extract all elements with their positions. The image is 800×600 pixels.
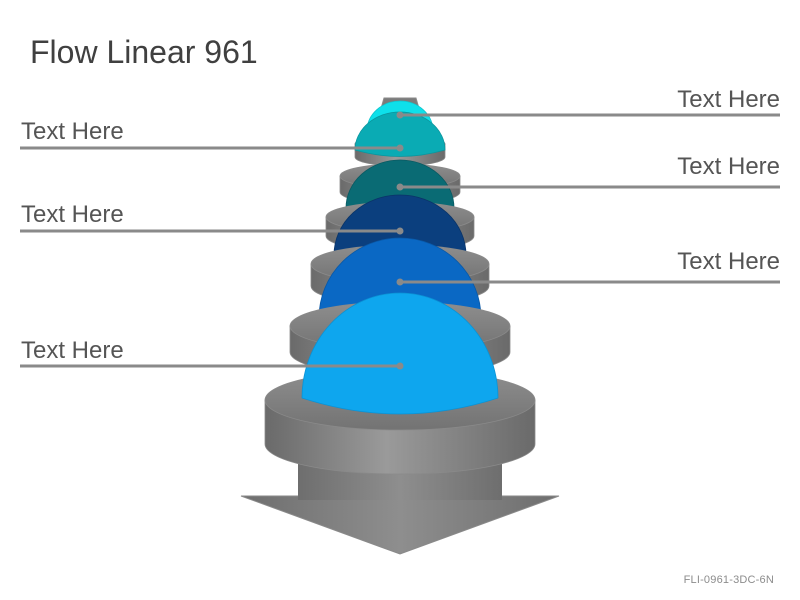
leader-dot-1 <box>396 111 404 119</box>
label-1: Text Here <box>677 86 780 113</box>
label-5: Text Here <box>677 248 780 275</box>
page-title: Flow Linear 961 <box>30 34 258 70</box>
slide-code: FLI-0961-3DC-6N <box>683 574 774 586</box>
leader-dot-4 <box>396 227 404 235</box>
tier-6 <box>264 292 536 475</box>
leader-dot-2 <box>396 144 404 152</box>
label-6: Text Here <box>21 337 124 364</box>
label-2: Text Here <box>21 118 124 145</box>
leader-dot-3 <box>396 183 404 191</box>
label-4: Text Here <box>21 201 124 228</box>
tier-6-dome <box>301 292 499 415</box>
leader-dot-6 <box>396 362 404 370</box>
label-3: Text Here <box>677 153 780 180</box>
tier-2-dome <box>354 111 446 157</box>
leader-dot-5 <box>396 278 404 286</box>
leader-lines <box>20 111 780 370</box>
tier-2 <box>354 111 446 167</box>
